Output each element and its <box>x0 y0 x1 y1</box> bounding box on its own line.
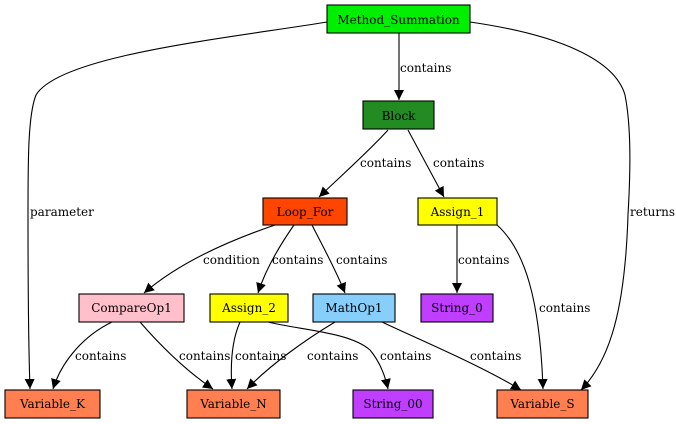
edge-method-to-variable-k: parameter <box>24 21 328 390</box>
node-string-0-label: String_0 <box>431 301 483 315</box>
edge-label-assign2-variable-n: contains <box>235 349 286 363</box>
edge-assign1-to-variable-s: contains <box>496 224 590 390</box>
node-assign-2[interactable]: Assign_2 <box>209 293 289 323</box>
edge-compare-to-variable-k: contains <box>51 321 126 390</box>
edge-label-loop-compare: condition <box>203 253 260 267</box>
node-string-0-box <box>420 293 494 323</box>
edge-loop-to-compare: condition <box>143 223 279 294</box>
node-loop-for-box <box>262 197 348 226</box>
node-assign-1-label: Assign_1 <box>430 205 485 219</box>
node-math-op1-box <box>312 293 396 323</box>
node-string-0[interactable]: String_0 <box>420 293 494 323</box>
node-math-op1[interactable]: MathOp1 <box>312 293 396 323</box>
edge-label-loop-assign2: contains <box>272 253 323 267</box>
edge-loop-to-mathop: contains <box>311 224 387 294</box>
edge-label-mathop-variable-n: contains <box>307 349 358 363</box>
edge-label-compare-variable-n: contains <box>179 349 230 363</box>
node-block-label: Block <box>382 109 417 123</box>
edge-method-to-block: contains <box>394 33 451 100</box>
node-loop-for-label: Loop_For <box>277 205 334 219</box>
node-variable-n[interactable]: Variable_N <box>186 389 281 419</box>
node-block-box <box>362 100 435 130</box>
node-string-00-label: String_00 <box>363 397 422 411</box>
node-string-00[interactable]: String_00 <box>352 389 434 419</box>
node-string-00-box <box>352 389 434 419</box>
edge-label-block-assign1: contains <box>433 156 484 170</box>
node-assign-1-box <box>417 197 498 226</box>
edge-method-to-variable-s: returns <box>469 21 675 391</box>
edge-block-to-assign-1: contains <box>407 129 484 198</box>
node-variable-k-label: Variable_K <box>19 397 86 411</box>
node-compare-op1-label: CompareOp1 <box>91 301 172 315</box>
edge-label-method-variable-k: parameter <box>30 205 94 219</box>
edge-label-block-loop: contains <box>360 156 411 170</box>
node-compare-op1-box <box>78 293 185 323</box>
node-assign-2-box <box>209 293 289 323</box>
node-assign-2-label: Assign_2 <box>221 301 276 315</box>
node-method-summation[interactable]: Method_Summation <box>326 4 471 34</box>
node-variable-s-label: Variable_S <box>509 397 574 411</box>
node-method-summation-label: Method_Summation <box>337 13 460 27</box>
edge-label-method-variable-s: returns <box>630 205 675 219</box>
edge-label-assign1-string0: contains <box>458 253 509 267</box>
edge-compare-to-variable-n: contains <box>139 321 230 390</box>
node-variable-k-box <box>4 389 101 419</box>
edge-label-assign2-string00: contains <box>380 349 431 363</box>
node-math-op1-label: MathOp1 <box>325 301 382 315</box>
edge-label-method-block: contains <box>400 61 451 75</box>
edge-label-mathop-variable-s: contains <box>470 349 521 363</box>
node-variable-s-box <box>496 389 589 419</box>
edge-assign2-to-variable-n: contains <box>226 321 286 390</box>
node-block[interactable]: Block <box>362 100 435 130</box>
edge-mathop-to-variable-n: contains <box>246 321 358 390</box>
node-variable-s[interactable]: Variable_S <box>496 389 589 419</box>
edge-label-assign1-variable-s: contains <box>539 301 590 315</box>
edge-assign2-to-string-00: contains <box>267 321 431 390</box>
node-variable-n-label: Variable_N <box>199 397 267 411</box>
node-loop-for[interactable]: Loop_For <box>262 197 348 226</box>
edge-assign1-to-string-0: contains <box>452 225 509 293</box>
nodes-layer: Method_Summation Block Loop_For Assign_1… <box>4 4 589 419</box>
edge-loop-to-assign-2: contains <box>256 224 323 294</box>
edge-mathop-to-variable-s: contains <box>381 321 521 391</box>
edge-block-to-loop-for: contains <box>318 129 411 198</box>
node-variable-n-box <box>186 389 281 419</box>
node-method-summation-box <box>326 4 471 34</box>
node-variable-k[interactable]: Variable_K <box>4 389 101 419</box>
node-compare-op1[interactable]: CompareOp1 <box>78 293 185 323</box>
edges-layer: contains parameter returns contains cont… <box>24 21 675 391</box>
edge-label-compare-variable-k: contains <box>75 349 126 363</box>
edge-label-loop-mathop: contains <box>336 253 387 267</box>
node-assign-1[interactable]: Assign_1 <box>417 197 498 226</box>
